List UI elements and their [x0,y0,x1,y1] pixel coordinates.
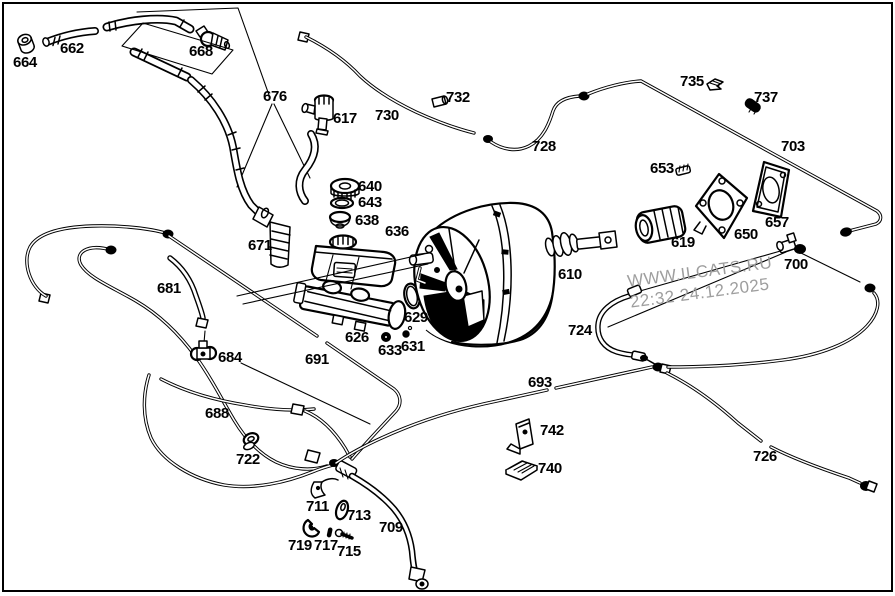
sleeve-737-drawing [744,98,761,115]
grommet-722-drawing [242,432,260,451]
pipe-730-drawing [297,31,476,135]
part-label-650: 650 [734,226,758,243]
washer-633-drawing [381,332,391,342]
clip-735-drawing [706,78,724,91]
pipe-688-drawing [142,373,352,489]
hose-724-drawing [595,284,659,367]
part-label-633: 633 [378,342,402,359]
clip-711-drawing [310,477,339,499]
reservoir-636-drawing [310,234,397,290]
gasket-657-drawing [751,160,791,219]
pipe-676-drawing [187,76,319,216]
part-label-713: 713 [347,507,371,524]
brake-booster-610-drawing [408,201,618,348]
part-label-711: 711 [306,498,329,515]
part-label-722: 722 [236,451,260,468]
part-label-691: 691 [305,351,329,368]
part-label-629: 629 [404,309,428,326]
connector-671-drawing [252,206,291,268]
clip-713-drawing [334,499,350,521]
part-label-730: 730 [375,107,399,124]
part-label-703: 703 [781,138,805,155]
boot-619-drawing [634,205,687,244]
hose-662-drawing [42,27,99,47]
part-label-728: 728 [532,138,556,155]
bracket-742-drawing [506,418,534,455]
part-label-643: 643 [358,194,382,211]
pin-717-drawing [326,527,333,538]
part-label-709: 709 [379,519,403,536]
nut-732-drawing [431,95,449,108]
part-label-737: 737 [754,89,778,106]
seal-643-drawing [329,196,355,210]
part-label-735: 735 [680,73,704,90]
insert-638-drawing [328,210,352,229]
nut-631-drawing [402,325,413,338]
part-label-664: 664 [13,54,37,71]
cap-640-drawing [329,177,361,201]
leader-lines-booster [236,253,429,305]
valve-668-drawing [195,25,231,51]
clamp-740-drawing [505,460,538,481]
part-label-640: 640 [358,178,382,195]
pipe-693-drawing [334,365,654,465]
pipe-726-drawing [665,371,878,493]
flange-650-drawing [693,172,749,240]
part-label-610: 610 [558,266,582,283]
hose-668-drawing [102,14,195,82]
pipe-to-tee-drawing [607,249,880,369]
part-label-617: 617 [333,110,357,127]
part-label-638: 638 [355,212,379,229]
part-label-742: 742 [540,422,564,439]
part-label-657: 657 [765,214,789,231]
part-label-676: 676 [263,88,287,105]
stud-653-drawing [675,163,692,176]
part-label-732: 732 [446,89,470,106]
part-label-636: 636 [385,223,409,240]
hose-709-drawing [348,472,429,590]
bolt-715-drawing [334,528,354,540]
part-label-717: 717 [314,537,338,554]
fitting-664-drawing [17,33,35,54]
part-label-619: 619 [671,234,695,251]
part-label-668: 668 [189,43,213,60]
part-label-631: 631 [401,338,425,355]
part-label-688: 688 [205,405,229,422]
part-label-693: 693 [528,374,552,391]
part-label-724: 724 [568,322,592,339]
part-label-740: 740 [538,460,562,477]
part-label-662: 662 [60,40,84,57]
part-label-681: 681 [157,280,181,297]
part-label-671: 671 [248,237,272,254]
part-label-719: 719 [288,537,312,554]
tee-700-drawing [776,232,806,254]
part-label-700: 700 [784,256,808,273]
pipe-728-drawing [483,91,590,152]
part-label-726: 726 [753,448,777,465]
tee-684-drawing [189,340,371,425]
part-label-653: 653 [650,160,674,177]
part-label-626: 626 [345,329,369,346]
pipe-703-drawing [586,79,883,237]
fitting-617-drawing [301,94,335,136]
part-label-684: 684 [218,349,242,366]
part-label-715: 715 [337,543,361,560]
clip-719-drawing [302,518,321,538]
